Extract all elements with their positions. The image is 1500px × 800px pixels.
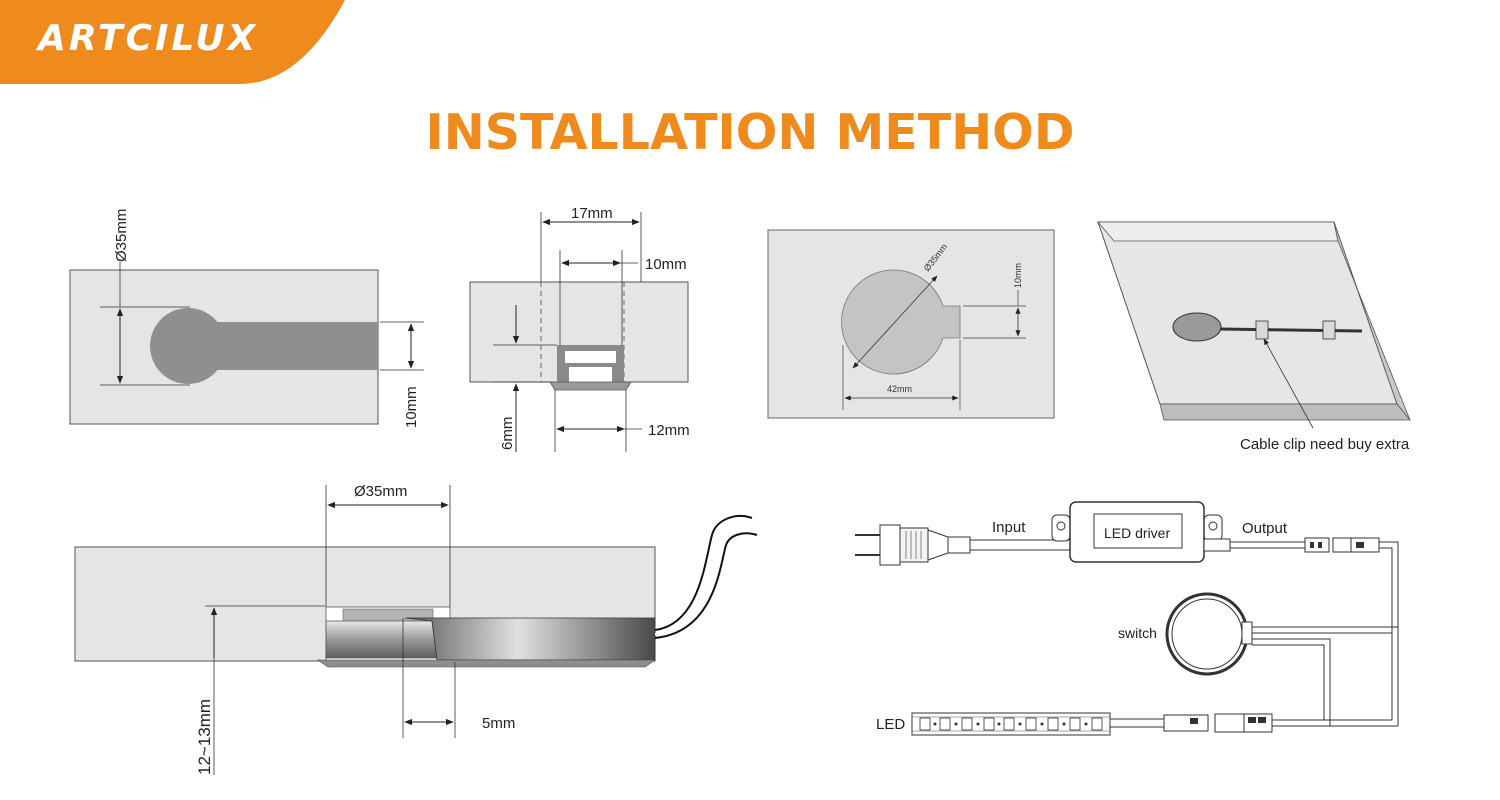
dim-bottom-width: 12mm bbox=[648, 422, 690, 439]
dim-outer-width: 17mm bbox=[571, 205, 613, 222]
wiring-input-label: Input bbox=[992, 519, 1026, 536]
switch-label: switch bbox=[1118, 625, 1157, 641]
diagram-perspective-install: Cable clip need buy extra bbox=[1097, 221, 1411, 453]
logo-background bbox=[0, 0, 345, 84]
dim-light-diameter: Ø35mm bbox=[354, 483, 407, 500]
diagram-wiring: Input LED driver Output switch bbox=[855, 501, 1399, 736]
dim-cutout-width: 42mm bbox=[887, 384, 912, 394]
led-label: LED bbox=[876, 716, 905, 733]
cable-clip-caption: Cable clip need buy extra bbox=[1240, 436, 1410, 453]
brand-logo: ARTCILUX bbox=[38, 18, 259, 59]
wiring-output-label: Output bbox=[1242, 520, 1288, 537]
page-title: INSTALLATION METHOD bbox=[425, 104, 1075, 161]
dim-inner-width: 10mm bbox=[645, 256, 687, 273]
dim-tab-height: 10mm bbox=[1013, 263, 1023, 288]
diagram-recess-top-view: Ø35mm 10mm bbox=[69, 209, 424, 428]
diagram-cutout-template: Ø35mm 10mm 42mm bbox=[767, 229, 1055, 419]
dim-depth: 6mm bbox=[499, 417, 516, 450]
dim-groove-depth: 10mm bbox=[403, 386, 420, 428]
dim-diameter: Ø35mm bbox=[113, 209, 130, 262]
dim-recess-depth: 12~13mm bbox=[195, 699, 214, 775]
diagram-channel-cross-section: 17mm 10mm 6mm 12mm bbox=[469, 205, 690, 452]
led-driver-label: LED driver bbox=[1104, 525, 1170, 541]
diagram-recessed-side-view: Ø35mm 12~13mm 5mm bbox=[74, 483, 758, 775]
dim-offset: 5mm bbox=[482, 715, 515, 732]
